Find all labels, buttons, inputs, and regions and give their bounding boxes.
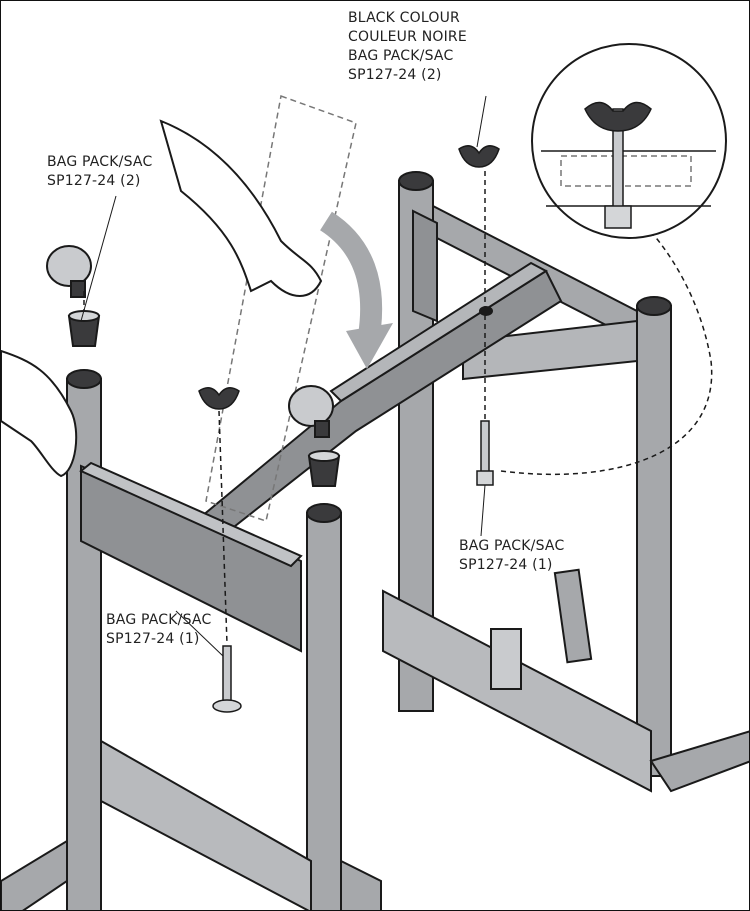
wing-nut-icon	[198, 387, 240, 410]
left-frame	[1, 369, 382, 910]
right-front-leg	[636, 305, 672, 777]
right-side-bracket	[412, 209, 438, 323]
right-foot-tube	[649, 730, 749, 793]
detail-circle	[531, 43, 727, 239]
left-hand	[1, 349, 78, 478]
upper-hand	[159, 119, 323, 297]
right-frame	[382, 171, 749, 793]
right-rear-leg-cap	[398, 171, 434, 191]
detail-inset	[531, 43, 727, 239]
caster-wheel-icon	[288, 385, 334, 427]
left-top-plate-edge	[79, 461, 303, 568]
callout-caster: BAG PACK/SAC SP127-24 (2)	[47, 153, 152, 191]
callout-bolt-right: BAG PACK/SAC SP127-24 (1)	[459, 537, 564, 575]
center-beam-top	[329, 261, 548, 403]
right-bottom-post	[553, 568, 593, 664]
callout-line: COULEUR NOIRE	[348, 29, 467, 45]
bolt-left	[212, 645, 242, 713]
left-foot-tube	[1, 839, 68, 910]
callout-line: SP127-24 (2)	[47, 173, 141, 189]
left-front-foot	[340, 859, 382, 910]
right-stretcher	[462, 319, 638, 381]
callout-line: BAG PACK/SAC	[106, 612, 212, 628]
caster-left	[46, 245, 101, 347]
left-front-leg	[306, 512, 342, 910]
caster-right	[288, 385, 341, 487]
bolt-right	[476, 420, 494, 486]
detail-wing-nut-icon	[584, 101, 652, 132]
ghost-bar-outline	[205, 94, 357, 522]
beam-hole	[479, 306, 493, 316]
callout-line: BLACK COLOUR	[348, 10, 460, 26]
rotation-arrow	[319, 211, 383, 338]
callout-line: BAG PACK/SAC	[47, 154, 153, 170]
wing-nut-top	[458, 145, 500, 168]
inserted-bar-ghost	[205, 94, 357, 522]
right-bottom-rail	[382, 589, 652, 793]
callout-line: SP127-24 (2)	[348, 67, 442, 83]
left-front-leg-cap	[306, 503, 342, 523]
callout-line: BAG PACK/SAC	[459, 538, 565, 554]
callout-line: BAG PACK/SAC	[348, 48, 454, 64]
callout-line: SP127-24 (1)	[459, 557, 553, 573]
leader-lines	[80, 95, 487, 657]
bolt-icon	[222, 645, 232, 705]
wing-nut-mid	[198, 387, 240, 410]
left-rear-leg-cap	[66, 369, 102, 389]
callout-bolt-left: BAG PACK/SAC SP127-24 (1)	[106, 611, 211, 649]
rotation-arrow-head	[346, 323, 393, 369]
caster-wheel-icon	[46, 245, 92, 287]
left-bottom-rail	[100, 739, 312, 910]
rail-clip	[490, 628, 522, 690]
alignment-lines	[83, 171, 713, 645]
right-front-leg-cap	[636, 296, 672, 316]
callout-line: SP127-24 (1)	[106, 631, 200, 647]
wing-nut-icon	[458, 145, 500, 168]
callout-wing-nut: BLACK COLOUR COULEUR NOIRE BAG PACK/SAC …	[348, 9, 467, 85]
